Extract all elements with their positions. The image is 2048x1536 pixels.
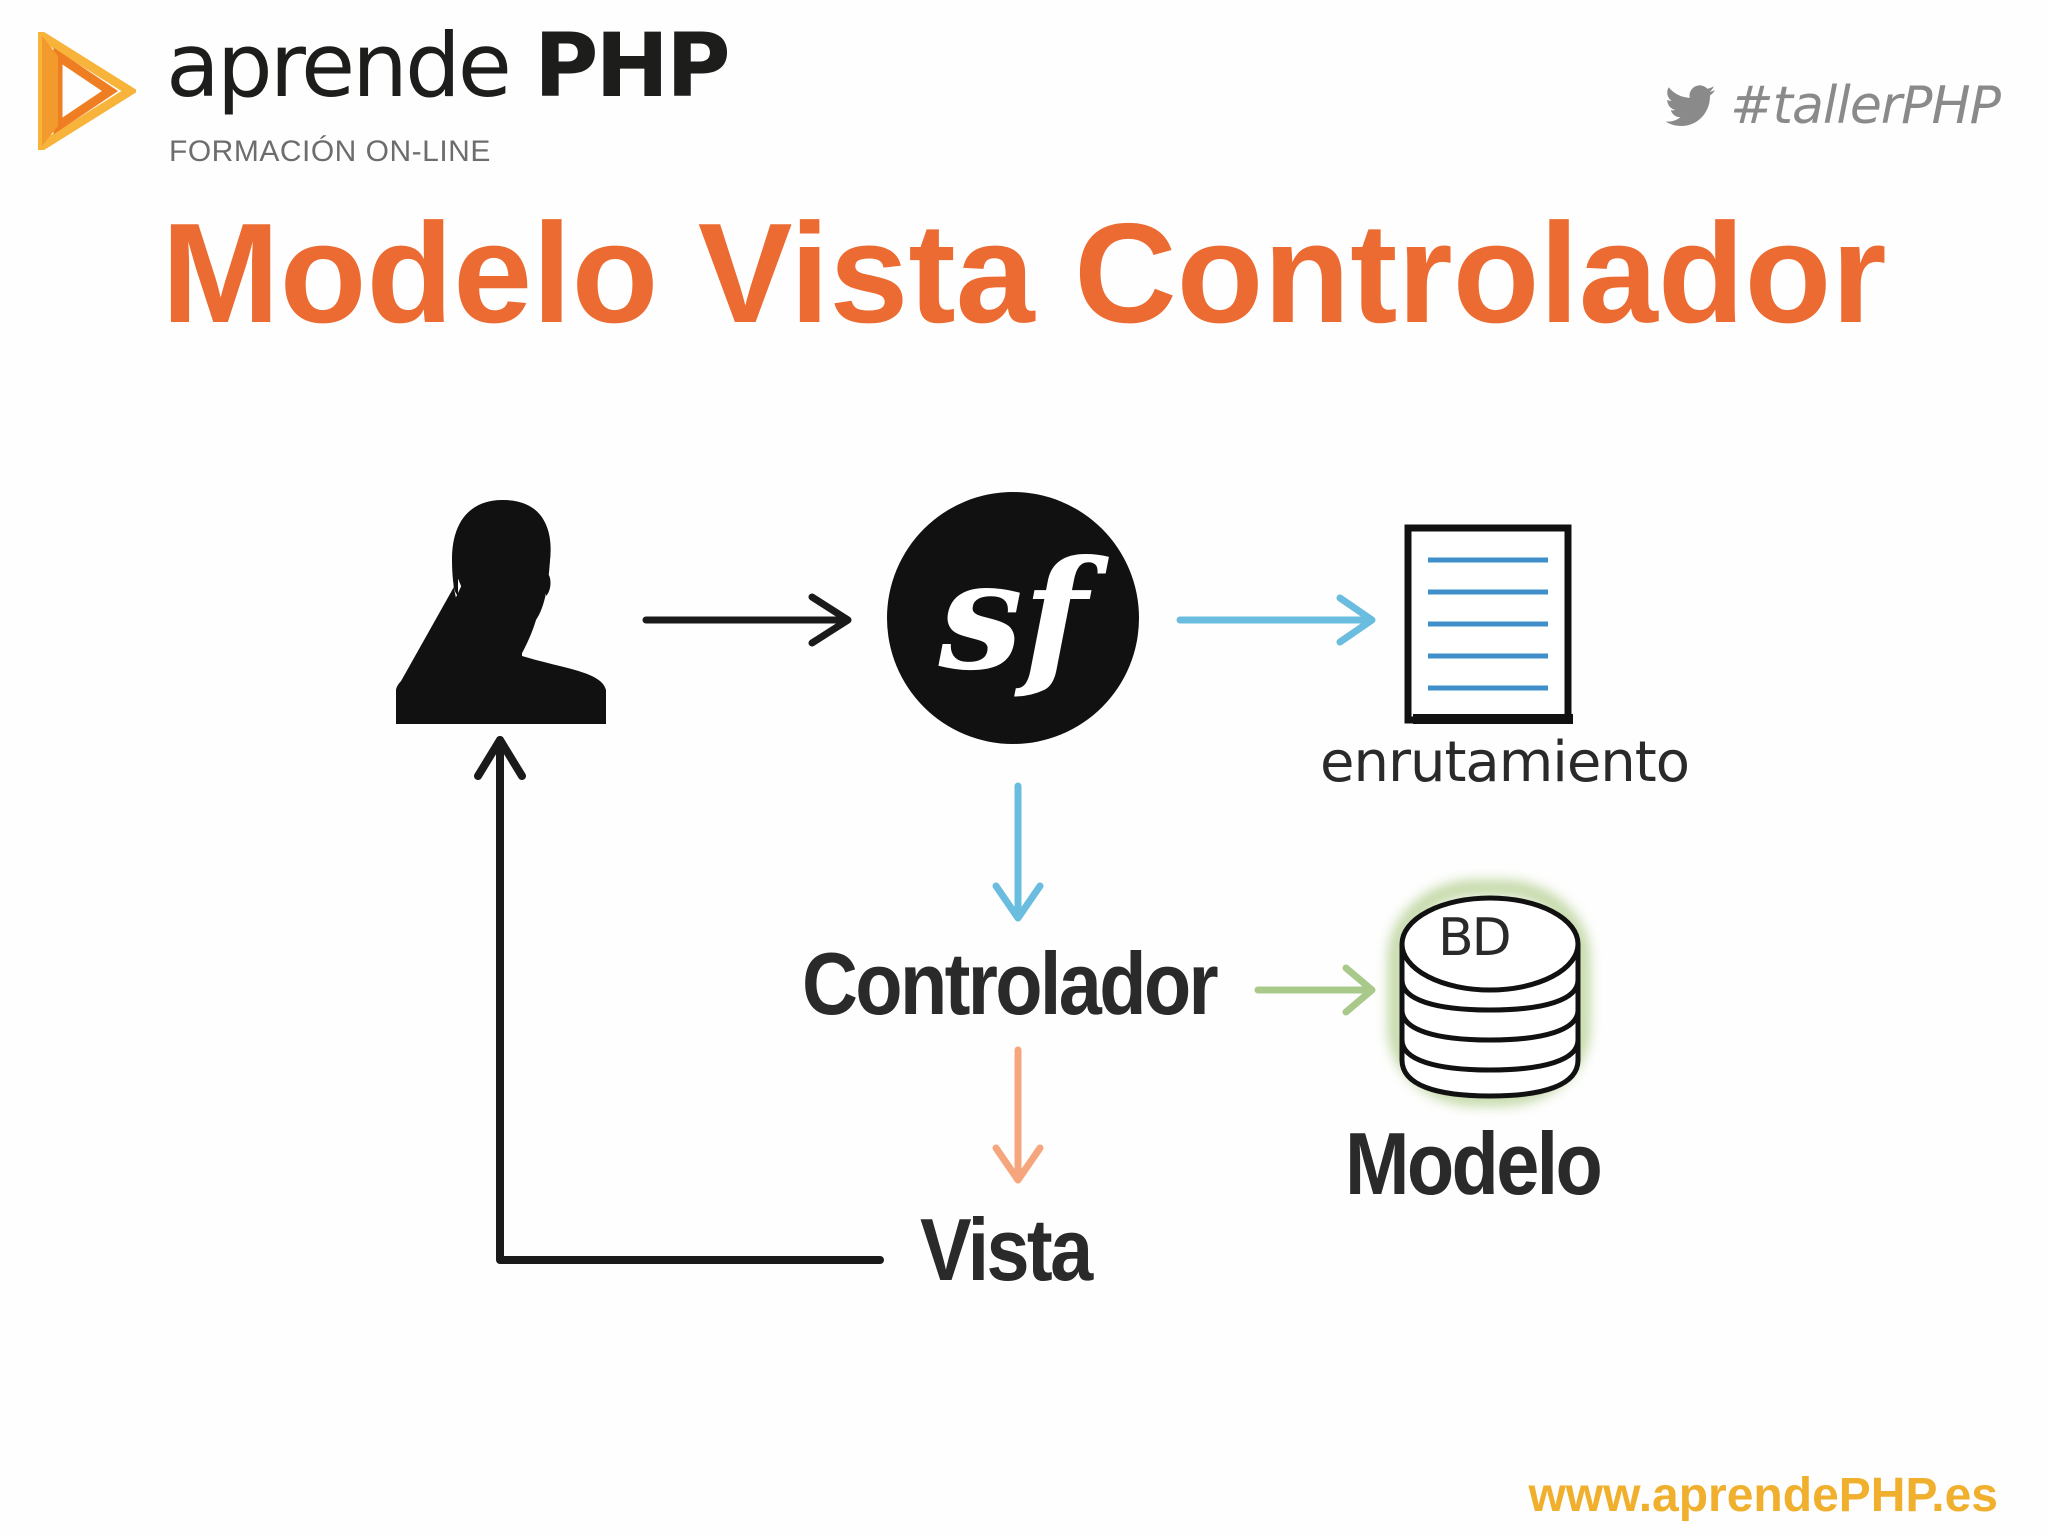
controller-label: Controlador	[802, 934, 1219, 1033]
user-silhouette-icon	[396, 500, 606, 724]
brand-name: aprende PHP	[166, 22, 731, 110]
footer-url: www.aprendePHP.es	[1528, 1469, 1998, 1522]
hashtag-group: #tallerPHP	[1666, 76, 2001, 136]
arrow-framework-to-routing	[1176, 594, 1376, 646]
brand-name-light: aprende	[166, 14, 512, 117]
brand-tagline: FORMACIÓN ON-LINE	[169, 135, 491, 168]
arrow-controller-to-view	[992, 1046, 1044, 1184]
model-label: Modelo	[1345, 1114, 1603, 1213]
twitter-bird-icon	[1666, 85, 1716, 126]
routing-label: enrutamiento	[1320, 730, 1690, 795]
brand-name-bold: PHP	[533, 14, 731, 117]
document-lines-icon	[1404, 524, 1573, 724]
hashtag-text: #tallerPHP	[1730, 76, 2001, 136]
arrow-user-to-framework	[642, 593, 852, 647]
symfony-logo-text: sf	[938, 528, 1109, 704]
database-label: BD	[1438, 908, 1512, 968]
arrow-controller-to-model	[1254, 964, 1376, 1016]
symfony-logo-icon: sf	[887, 492, 1139, 744]
arrow-view-to-user	[474, 736, 884, 1264]
page-title: Modelo Vista Controlador	[161, 194, 1887, 353]
play-triangle-logo-icon	[38, 32, 136, 150]
arrow-framework-to-controller	[992, 782, 1044, 922]
database-icon	[1388, 880, 1590, 1106]
view-label: Vista	[920, 1200, 1093, 1299]
